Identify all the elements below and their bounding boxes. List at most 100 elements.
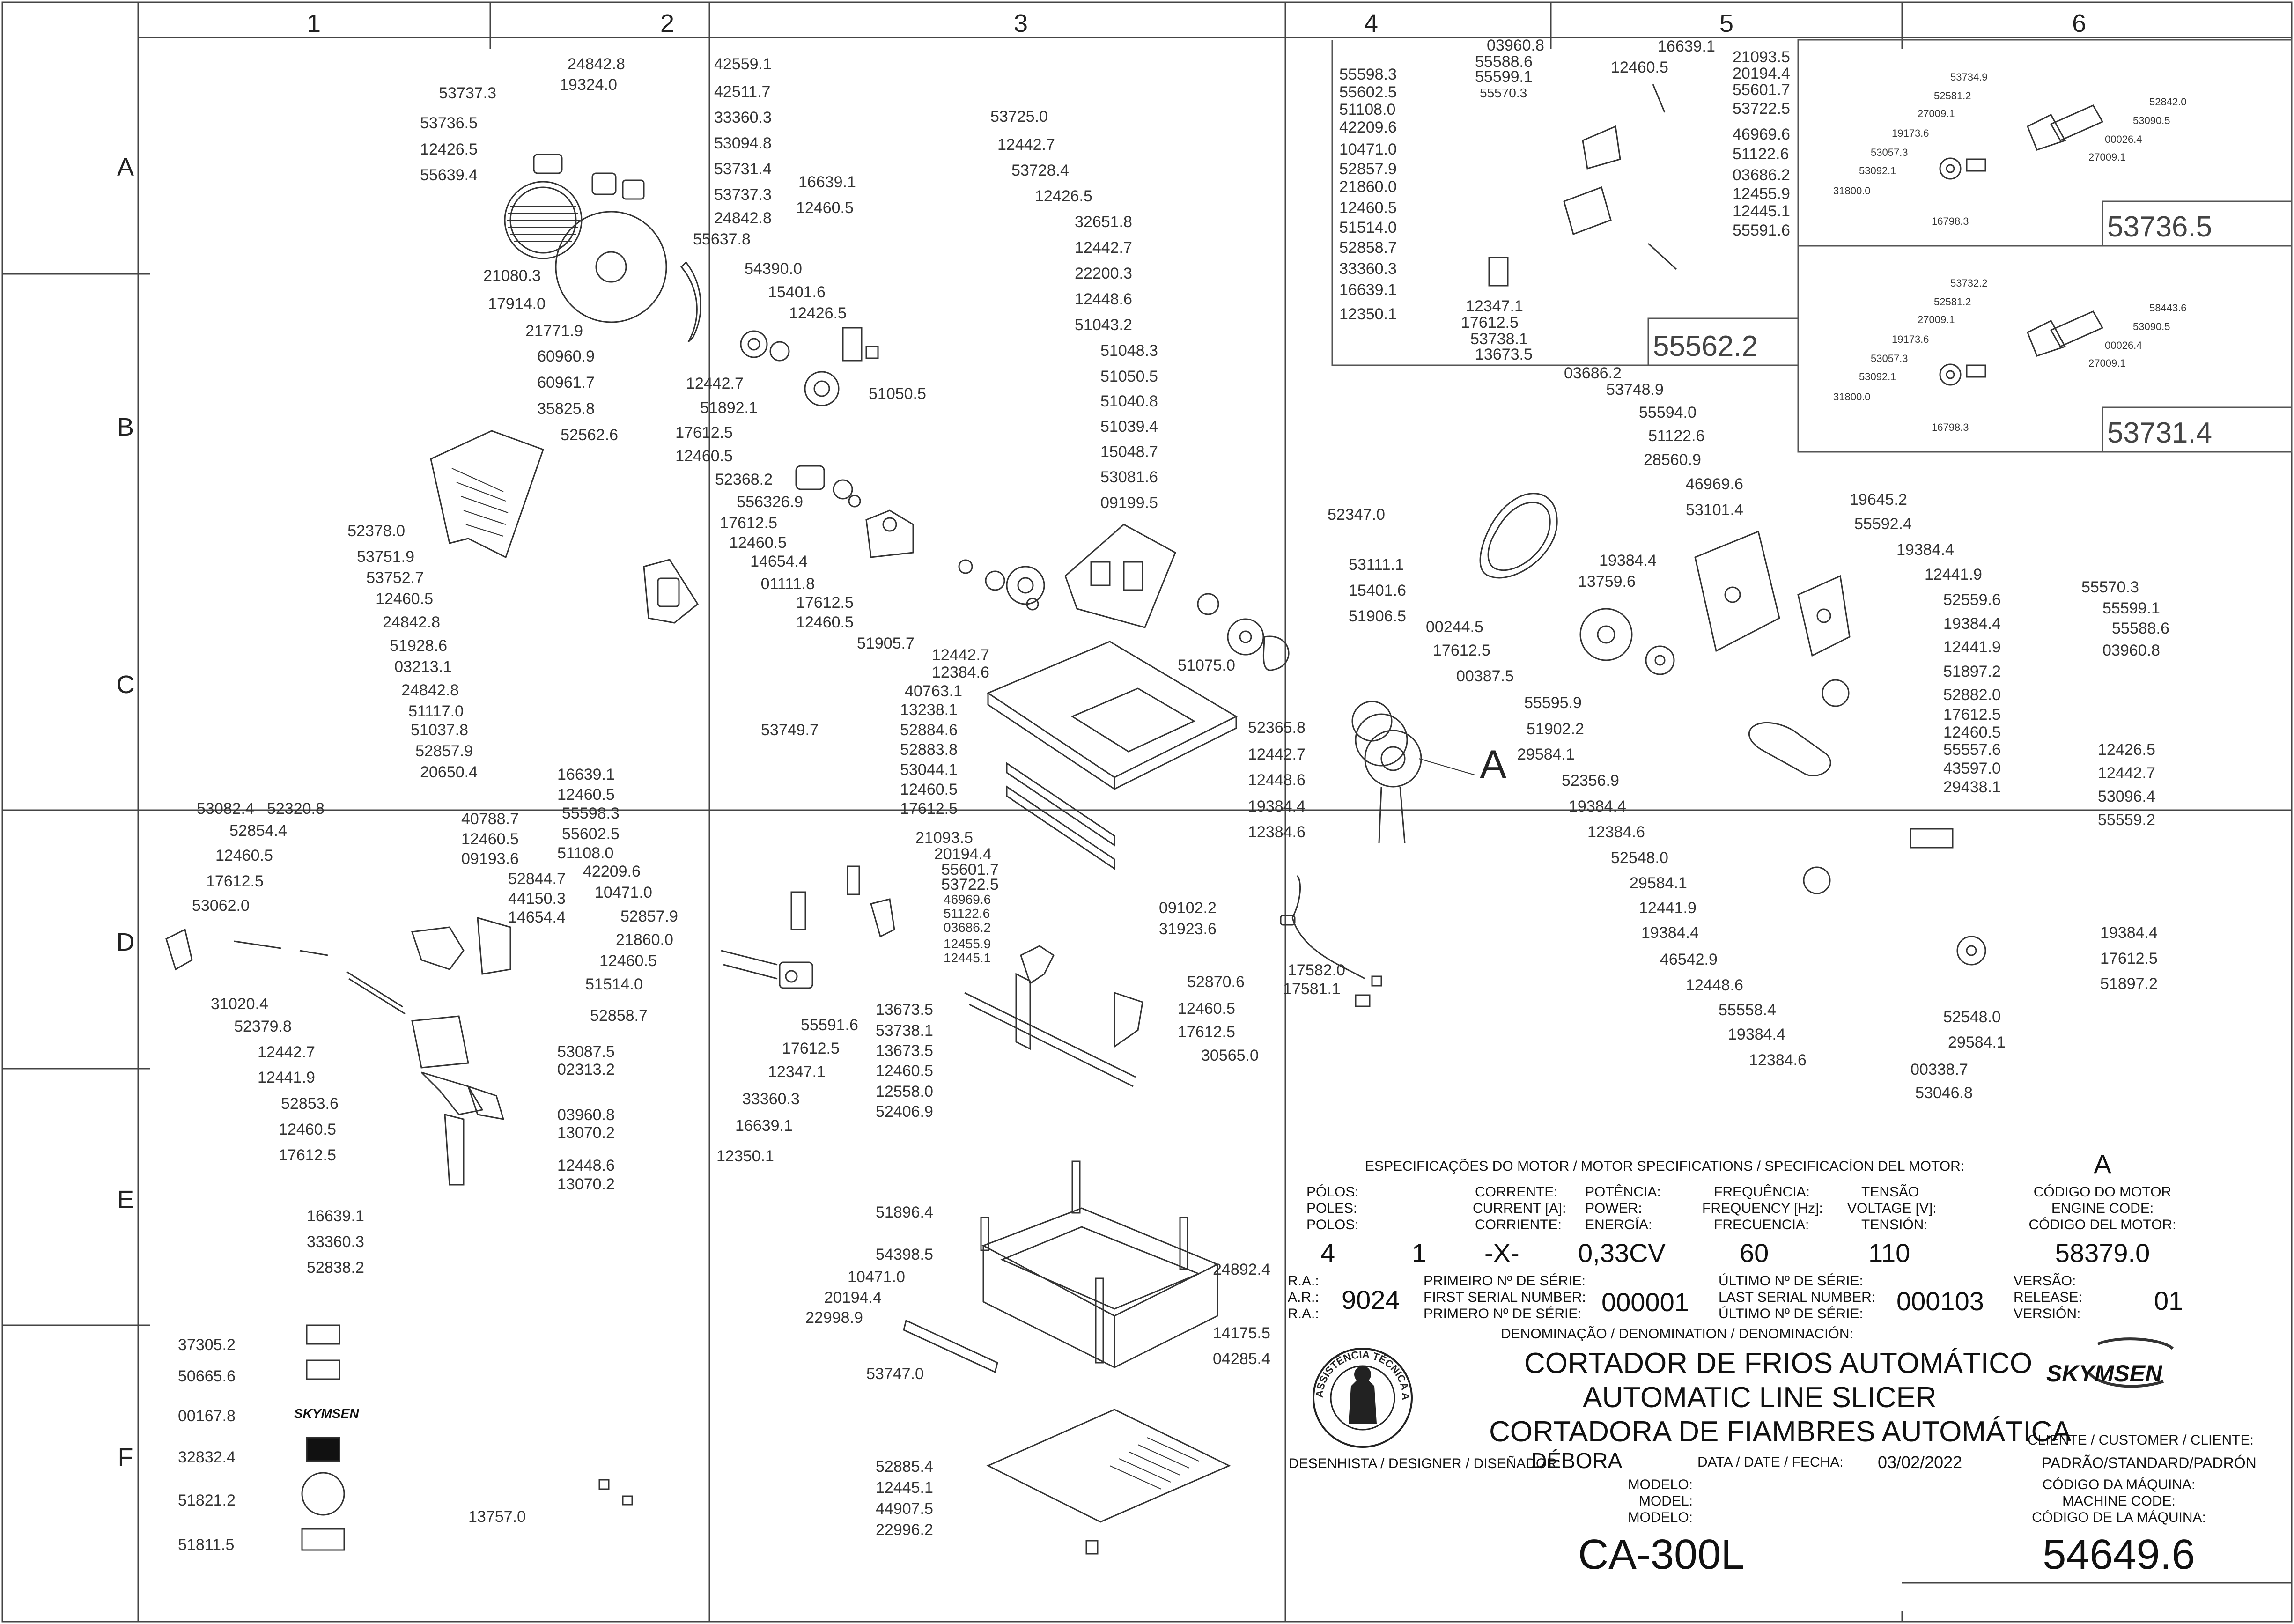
part-label: 53737.3	[714, 186, 772, 204]
part-label: 53722.5	[941, 876, 999, 893]
spec-poles: 4	[1320, 1238, 1335, 1268]
part-label: 51048.3	[1100, 342, 1158, 360]
part-label: 19173.6	[1892, 333, 1929, 345]
part-label: 53062.0	[192, 897, 250, 915]
part-label: 51902.2	[1527, 720, 1584, 738]
part-label: 00026.4	[2105, 340, 2142, 351]
part-label: 52882.0	[1943, 686, 2001, 704]
part-label: 17914.0	[488, 295, 546, 313]
part-label: 12426.5	[2098, 741, 2155, 759]
part-label: 00244.5	[1426, 618, 1483, 636]
part-label: 12441.9	[1925, 566, 1982, 583]
part-label: 53738.1	[876, 1022, 933, 1040]
part-label: 12442.7	[997, 136, 1055, 154]
part-label: 51811.5	[178, 1536, 234, 1554]
spec-motor-code: 58379.0	[2055, 1238, 2150, 1268]
model-label: MODELO:	[1628, 1477, 1693, 1492]
part-label: 10471.0	[595, 884, 652, 901]
leg-bracket-part	[964, 973, 1143, 1087]
part-label: 12384.6	[932, 664, 989, 681]
part-label: 52842.0	[2149, 96, 2187, 108]
part-label: 52378.0	[347, 522, 405, 540]
part-label: 03686.2	[944, 920, 991, 935]
part-label: 12384.6	[1749, 1051, 1807, 1069]
spec-label: CURRENT [A]:	[1473, 1201, 1566, 1216]
part-label: 27009.1	[2088, 357, 2126, 369]
part-label: 28560.9	[1644, 451, 1701, 469]
part-label: 42209.6	[1339, 118, 1397, 136]
part-label: 27009.1	[1918, 108, 1955, 119]
part-label: 52858.7	[590, 1007, 648, 1025]
part-label: 42559.1	[714, 55, 772, 73]
part-label: 44150.3	[508, 890, 566, 908]
part-label: 52581.2	[1934, 90, 1971, 102]
part-label: 12448.6	[1686, 976, 1743, 994]
part-label: 13070.2	[557, 1175, 615, 1193]
part-label: 31800.0	[1833, 391, 1871, 403]
part-label: 22200.3	[1075, 265, 1132, 282]
part-label: 13673.5	[876, 1042, 933, 1060]
part-label: 55601.7	[1733, 81, 1790, 99]
part-label: 03960.8	[2102, 642, 2160, 659]
client-label: CLIENTE / CUSTOMER / CLIENTE:	[2028, 1432, 2254, 1448]
part-label: 03960.8	[1487, 37, 1544, 54]
part-label: 00167.8	[178, 1407, 236, 1425]
part-label: 30565.0	[1201, 1047, 1259, 1064]
serial-first: 000001	[1601, 1287, 1689, 1317]
part-label: 55558.4	[1719, 1001, 1776, 1019]
part-label: 12445.1	[1733, 202, 1790, 220]
part-label: 53044.1	[900, 761, 958, 779]
part-label: 17612.5	[1943, 706, 2001, 723]
part-label: 17612.5	[796, 594, 854, 612]
part-label: 40788.7	[461, 810, 519, 828]
spec-label: CORRIENTE:	[1475, 1217, 1562, 1233]
part-label: 51906.5	[1349, 607, 1406, 625]
part-label: 17612.5	[2100, 950, 2158, 967]
row-marker: B	[117, 413, 134, 441]
designer-value: DÉBORA	[1531, 1448, 1623, 1473]
part-label: 53748.9	[1606, 381, 1664, 399]
part-label: 60961.7	[537, 374, 595, 391]
part-label: 20650.4	[420, 763, 478, 781]
part-label: 14654.4	[750, 553, 808, 570]
part-label: 53736.5	[420, 114, 478, 132]
part-label: 21093.5	[915, 829, 973, 847]
part-label: 12426.5	[789, 304, 847, 322]
serial-label: ÚLTIMO Nº DE SÉRIE:	[1719, 1306, 1863, 1321]
zone-ticks	[138, 37, 1903, 1622]
part-label: 53725.0	[990, 108, 1048, 125]
part-label: 55588.6	[1475, 53, 1533, 71]
part-label: 12455.9	[1733, 185, 1790, 203]
knob-parts	[533, 154, 645, 200]
part-label: 52356.9	[1562, 772, 1619, 790]
part-label: 00338.7	[1910, 1061, 1968, 1078]
part-label: 24892.4	[1213, 1261, 1270, 1278]
part-label: 52870.6	[1187, 973, 1245, 991]
part-label: 52581.2	[1934, 296, 1971, 308]
part-label: 51892.1	[700, 399, 758, 417]
part-drawings	[165, 84, 2104, 1555]
part-label: 17612.5	[675, 424, 733, 442]
part-label: 55602.5	[1339, 83, 1397, 101]
part-label: 16639.1	[307, 1207, 364, 1225]
bottom-plate-part	[986, 1409, 1231, 1555]
serial-label: RELEASE:	[2014, 1290, 2082, 1305]
part-label: 31020.4	[211, 995, 268, 1013]
spec-label: VOLTAGE [V]:	[1847, 1201, 1937, 1216]
serial-label: PRIMERO Nº DE SÉRIE:	[1424, 1306, 1582, 1321]
part-label: 12460.5	[461, 830, 519, 848]
part-label: 12460.5	[675, 447, 733, 465]
inset-title: 53731.4	[2107, 417, 2212, 449]
part-label: 53081.6	[1100, 468, 1158, 486]
part-label: 53096.4	[2098, 788, 2155, 805]
serial-last: 000103	[1896, 1286, 1984, 1316]
part-label: 51928.6	[390, 637, 447, 655]
part-label: 53749.7	[761, 721, 819, 739]
row-marker: D	[117, 928, 135, 956]
rod-assembly-part	[721, 865, 1055, 989]
part-label: 15401.6	[768, 283, 826, 301]
spec-label: CÓDIGO DO MOTOR	[2034, 1184, 2171, 1200]
date-value: 03/02/2022	[1878, 1453, 1962, 1472]
client-value: PADRÃO/STANDARD/PADRÓN	[2042, 1454, 2257, 1471]
